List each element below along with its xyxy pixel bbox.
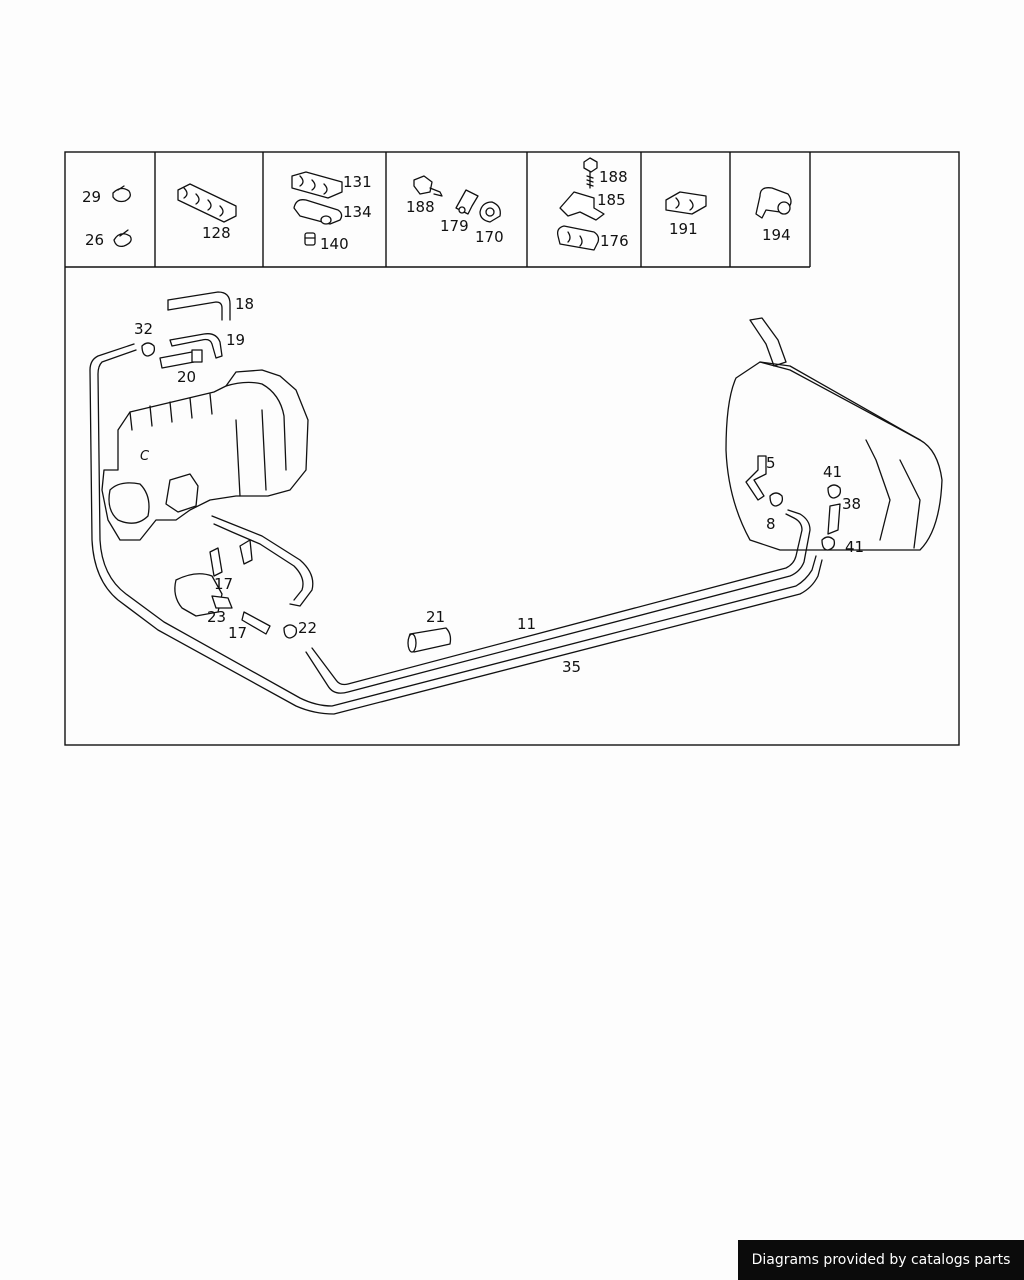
tank-fittings <box>745 455 842 551</box>
callout-194: 194 <box>762 226 791 244</box>
bracket-185-icon <box>559 191 605 221</box>
plug-140-icon <box>304 232 316 246</box>
clip-29-icon <box>112 185 131 203</box>
callout-23: 23 <box>207 608 226 626</box>
footer-credit: Diagrams provided by catalogs parts <box>738 1240 1024 1280</box>
callout-22: 22 <box>298 619 317 637</box>
hose-19 <box>169 333 223 359</box>
callout-5: 5 <box>766 454 776 472</box>
callout-19: 19 <box>226 331 245 349</box>
callout-131: 131 <box>343 173 372 191</box>
callout-170: 170 <box>475 228 504 246</box>
callout-128: 128 <box>202 224 231 242</box>
callout-179: 179 <box>440 217 469 235</box>
callout-188-bolt: 188 <box>406 198 435 216</box>
filter-assembly <box>174 539 298 639</box>
clip-191-icon <box>665 191 707 215</box>
diagram-frame <box>64 151 960 746</box>
callout-134: 134 <box>343 203 372 221</box>
fuel-tank <box>725 317 943 551</box>
callout-41-bottom: 41 <box>845 538 864 556</box>
callout-11: 11 <box>517 615 536 633</box>
callout-32: 32 <box>134 320 153 338</box>
sleeve-21 <box>407 627 452 653</box>
fuel-line-11 <box>305 509 811 694</box>
clip-strip-131-icon <box>291 171 343 199</box>
callout-8: 8 <box>766 515 776 533</box>
callout-185: 185 <box>597 191 626 209</box>
clamp-170-icon <box>479 201 501 223</box>
clip-strip-128-icon <box>177 183 237 223</box>
callout-18: 18 <box>235 295 254 313</box>
engine-mark: C <box>140 449 150 464</box>
callout-35: 35 <box>562 658 581 676</box>
injection-pump <box>101 369 314 607</box>
bracket-134-icon <box>293 199 343 225</box>
callout-20: 20 <box>177 368 196 386</box>
callout-191: 191 <box>669 220 698 238</box>
fuel-line-35 <box>89 343 823 715</box>
clip-26-icon <box>113 229 132 248</box>
callout-38: 38 <box>842 495 861 513</box>
screw-188-icon <box>583 157 598 189</box>
clamp-32 <box>141 342 156 357</box>
callout-21: 21 <box>426 608 445 626</box>
callout-26: 26 <box>85 231 104 249</box>
callout-140: 140 <box>320 235 349 253</box>
callout-41-top: 41 <box>823 463 842 481</box>
rubber-block-176-icon <box>556 225 600 251</box>
parts-diagram: 29 26 128 131 134 140 188 179 170 188 18… <box>64 151 960 746</box>
tube-18 <box>167 291 231 321</box>
bolt-188-icon <box>413 175 443 197</box>
holder-194-icon <box>755 187 792 219</box>
callout-188-screw: 188 <box>599 168 628 186</box>
callout-176: 176 <box>600 232 629 250</box>
callout-29: 29 <box>82 188 101 206</box>
bracket-179-icon <box>455 189 479 215</box>
callout-17-top: 17 <box>214 575 233 593</box>
callout-17-bottom: 17 <box>228 624 247 642</box>
fitting-20 <box>159 349 203 369</box>
